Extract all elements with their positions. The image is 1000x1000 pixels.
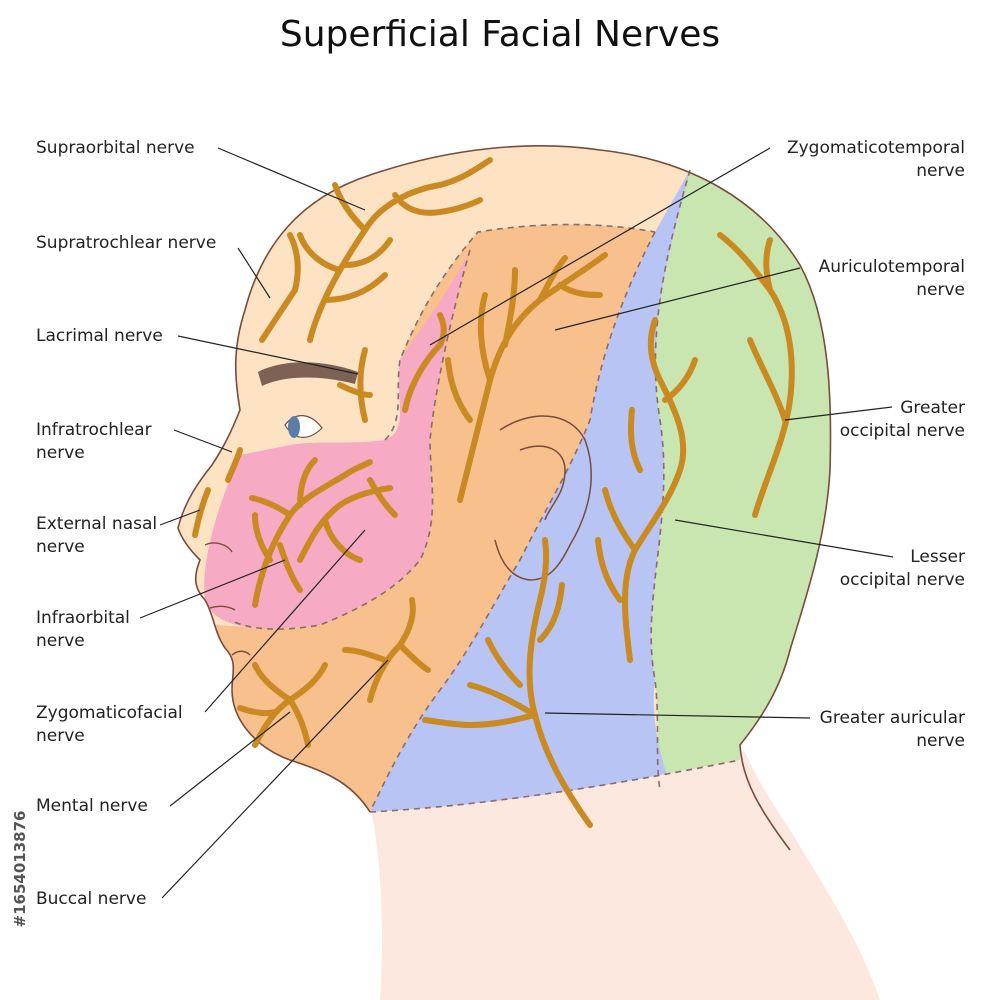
occipital-region — [651, 145, 831, 800]
nerve-lacrimal — [357, 347, 368, 423]
leader-external-nasal — [159, 509, 201, 526]
nerve-mental-branch — [287, 697, 311, 748]
nerve-external-nasal — [192, 487, 211, 538]
page-title: Superficial Facial Nerves — [279, 14, 721, 55]
nerve-lesser-occipital-branch — [595, 537, 623, 603]
nerve-buccal-branch — [342, 647, 388, 663]
nerve-lesser-occipital-branch — [662, 357, 698, 403]
nerve-supraorbital-branch — [297, 232, 343, 273]
label-supraorbital-nerve: Supraorbital nerve — [36, 138, 195, 158]
neck — [370, 752, 880, 1000]
nerve-infratrochlear — [225, 447, 243, 483]
border-back — [369, 231, 656, 813]
nerve-greater-auricular-branch — [467, 682, 538, 718]
nerve-greater-auricular-branch — [537, 582, 565, 643]
leader-greater-auricular — [544, 712, 811, 719]
nerve-greater-auricular-branch — [422, 712, 538, 729]
eye-iris — [288, 416, 300, 438]
nerve-lacrimal-branch — [337, 382, 373, 398]
nerve-zygomaticofacial — [367, 477, 398, 518]
nerve-greater-occipital — [717, 232, 795, 518]
nerve-supraorbital — [307, 157, 493, 343]
nerve-buccal-branch — [397, 642, 431, 673]
nerve-supratrochlear-branch — [287, 232, 301, 293]
nerve-lesser-occipital-branch — [628, 407, 643, 473]
nerve-infraorbital — [252, 459, 373, 608]
ear-inner — [519, 445, 566, 521]
nerve-auriculotemporal-branch — [537, 255, 568, 303]
stock-id-watermark: #1654013876 — [11, 810, 29, 928]
nerve-auriculotemporal-branch — [445, 357, 473, 423]
nostril — [204, 542, 233, 553]
nerve-infraorbital-branch — [297, 457, 318, 508]
nerve-auriculotemporal-branch — [477, 292, 493, 383]
nerve-supratrochlear — [259, 287, 298, 343]
nerve-supraorbital-branch — [332, 182, 368, 233]
head-outline — [177, 145, 832, 851]
leader-auriculotemporal — [554, 267, 801, 331]
cheek-region — [204, 250, 471, 629]
mouth-line — [209, 605, 236, 611]
border-face — [229, 249, 471, 630]
leader-zygomaticotemporal — [429, 147, 771, 346]
label-mental-nerve: Mental nerve — [36, 796, 148, 816]
leader-supratrochlear — [237, 247, 271, 299]
leader-infraorbital — [139, 559, 286, 619]
leader-greater-occipital — [784, 406, 893, 421]
border-neck — [369, 759, 741, 813]
nerve-mental-branch — [252, 662, 293, 703]
leader-lacrimal — [177, 335, 359, 375]
nerve-zygomaticotemporal — [402, 312, 447, 413]
temple-jaw-region — [178, 224, 655, 812]
label-buccal-nerve: Buccal nerve — [36, 889, 147, 909]
ear — [494, 415, 592, 581]
leader-buccal — [161, 659, 389, 899]
nerve-infraorbital-branch — [277, 542, 303, 593]
nerve-auriculotemporal-branch — [502, 267, 518, 348]
nerve-greater-occipital-branch — [747, 337, 788, 423]
label-lacrimal-nerve: Lacrimal nerve — [36, 326, 163, 346]
nerve-infraorbital-branch — [252, 512, 273, 563]
auricular-region — [370, 170, 690, 812]
label-supratrochlear-nerve: Supratrochlear nerve — [36, 233, 217, 253]
nerve-greater-occipital-branch — [763, 237, 773, 293]
nerve-supraorbital-branch — [342, 237, 393, 268]
leader-lesser-occipital — [674, 519, 894, 558]
leader-zygomaticofacial — [204, 529, 366, 713]
nerve-greater-auricular-branch — [485, 637, 523, 688]
nerve-supraorbital-branch — [322, 272, 388, 303]
nerve-lesser-occipital-branch — [602, 487, 638, 553]
nerve-auriculotemporal-branch — [557, 282, 603, 298]
leader-mental — [169, 711, 291, 807]
chin-crease — [231, 650, 251, 656]
nerve-infraorbital-branch — [249, 495, 293, 518]
nerve-greater-auricular — [526, 537, 593, 828]
nerve-supraorbital-branch — [392, 192, 483, 216]
nerve-lesser-occipital — [622, 317, 687, 663]
border-forehead — [384, 223, 656, 441]
nerve-mental-branch — [237, 705, 278, 717]
leader-supraorbital — [217, 147, 366, 211]
nerve-infraorbital-branch — [322, 517, 363, 563]
leader-infratrochlear — [173, 429, 233, 453]
